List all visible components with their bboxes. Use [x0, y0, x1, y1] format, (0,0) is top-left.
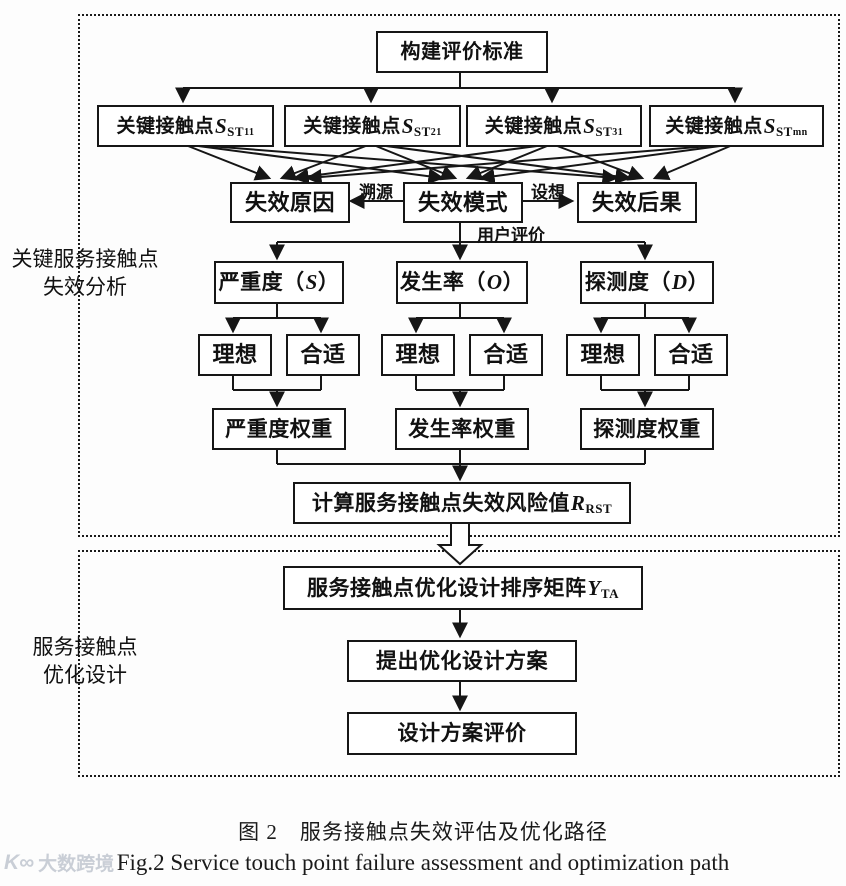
node-ideal-occurrence: 理想 — [381, 334, 455, 376]
node-occurrence-weight: 发生率权重 — [395, 408, 529, 450]
node-propose-plan: 提出优化设计方案 — [347, 640, 577, 682]
node-ideal-severity: 理想 — [198, 334, 272, 376]
big-hollow-arrow — [436, 520, 484, 566]
weights-to-risk-wires — [276, 446, 646, 482]
watermark-logo-icon: K∞ — [4, 850, 35, 874]
watermark-text: 大数跨境 — [38, 854, 115, 875]
join-to-weight-wires — [232, 372, 690, 408]
edge-label-user-evaluation: 用户评价 — [477, 226, 545, 245]
node-failure-cause: 失效原因 — [230, 182, 350, 223]
mode-to-factors-wires — [269, 219, 653, 261]
section-label-optimization-design: 服务接触点 优化设计 — [32, 636, 138, 688]
section-label-failure-analysis: 关键服务接触点 失效分析 — [11, 248, 159, 300]
build-to-touchpoints-wires — [175, 69, 743, 104]
caption-zh: 图 2 服务接触点失效评估及优化路径 — [238, 820, 608, 844]
node-severity: 严重度（S） — [214, 261, 344, 304]
node-suitable-detection: 合适 — [654, 334, 728, 376]
touchpoints-to-failure-wires — [182, 143, 736, 185]
node-detection: 探测度（D） — [580, 261, 714, 304]
node-failure-consequence: 失效后果 — [577, 182, 697, 223]
node-occurrence: 发生率（O） — [396, 261, 528, 304]
factor-split-wires — [225, 300, 697, 334]
edge-label-assume: 设想 — [531, 183, 565, 202]
node-build-criteria: 构建评价标准 — [376, 31, 548, 73]
node-failure-mode: 失效模式 — [403, 182, 523, 223]
node-suitable-occurrence: 合适 — [469, 334, 543, 376]
node-severity-weight: 严重度权重 — [212, 408, 346, 450]
caption-en: Fig.2 Service touch point failure assess… — [116, 850, 730, 875]
node-ideal-detection: 理想 — [566, 334, 640, 376]
watermark: K∞ 大数跨境 — [4, 849, 114, 876]
edge-label-trace: 溯源 — [359, 183, 393, 202]
node-detection-weight: 探测度权重 — [580, 408, 714, 450]
node-suitable-severity: 合适 — [286, 334, 360, 376]
node-evaluate-plan: 设计方案评价 — [347, 712, 577, 755]
